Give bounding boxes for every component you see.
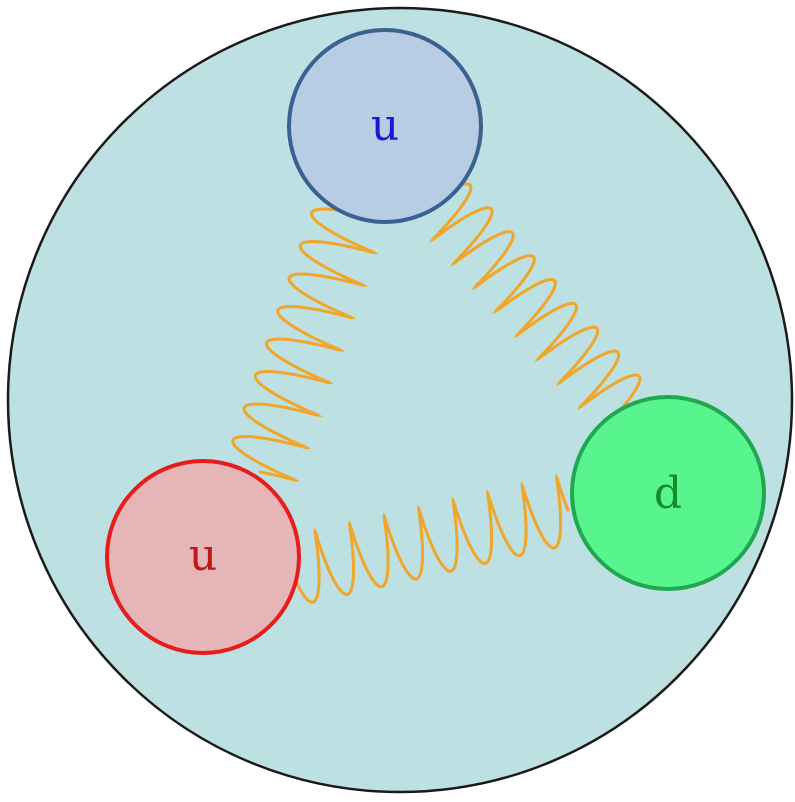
quark-right-label: d xyxy=(654,468,682,519)
gluon-spring-top-right xyxy=(429,182,642,434)
quark-bottom-left-circle xyxy=(105,459,301,655)
gluon-spring-top-left xyxy=(231,207,379,482)
quark-top-circle xyxy=(287,28,483,224)
quark-bottom-left-label: u xyxy=(189,530,217,581)
gluon-spring-bottom xyxy=(290,473,570,604)
quark-bottom-left: u xyxy=(105,459,301,655)
quark-right: d xyxy=(570,395,766,591)
quark-right-circle xyxy=(570,395,766,591)
quark-top-label: u xyxy=(371,100,399,151)
gluons-group xyxy=(231,182,642,604)
quark-top: u xyxy=(287,28,483,224)
